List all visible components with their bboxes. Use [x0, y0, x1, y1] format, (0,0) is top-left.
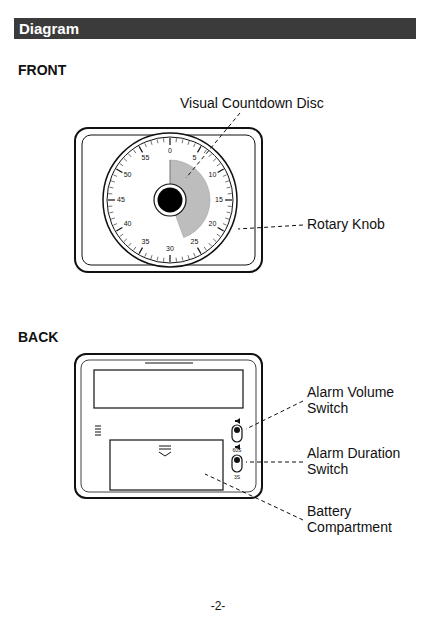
leader-line: [186, 113, 240, 178]
dial-number: 45: [117, 196, 125, 204]
leader-line: [246, 401, 303, 429]
dial-number: 35: [142, 238, 150, 246]
callout-label: Alarm Duration Switch: [307, 445, 419, 477]
volume-switch: [232, 425, 242, 442]
leader-line: [238, 225, 303, 229]
page-number: -2-: [211, 600, 226, 614]
dial-number: 30: [166, 245, 174, 253]
cover-arrow: [159, 446, 171, 456]
callout-label: Rotary Knob: [307, 216, 385, 232]
front-housing: [75, 128, 262, 272]
switch-slider: [234, 457, 240, 463]
back-bezel: [81, 360, 256, 492]
dial-number: 40: [124, 220, 132, 228]
leader-line: [205, 474, 303, 520]
section-heading: BACK: [18, 329, 58, 345]
dial-number: 20: [209, 220, 217, 228]
callout-label: Visual Countdown Disc: [180, 95, 324, 111]
display-window: [94, 370, 243, 408]
dial-number: 0: [168, 147, 172, 155]
switch-marking: 60S: [233, 448, 242, 454]
dial-ticks: [108, 138, 232, 262]
switch-slider: [234, 427, 240, 433]
knob-ring: [154, 184, 186, 216]
back-housing: [75, 354, 262, 498]
dial-number: 50: [124, 171, 132, 179]
dial-number: 55: [142, 154, 150, 162]
leader-line: [246, 462, 303, 463]
dial-number: 10: [209, 171, 217, 179]
page-heading: Diagram: [14, 18, 416, 39]
dial-number: 15: [215, 196, 223, 204]
callout-label: Alarm Volume Switch: [307, 384, 419, 416]
dial-number: 5: [193, 154, 197, 162]
dial-number: 25: [191, 238, 199, 246]
dial-inner-ring: [107, 137, 233, 263]
duration-switch: [232, 455, 242, 472]
switch-marking: 3S: [234, 475, 240, 481]
callout-label: Battery Compartment: [307, 503, 419, 535]
header-band: Diagram: [14, 18, 416, 39]
dial-outer-ring: [103, 133, 237, 267]
vent-lines: [95, 426, 101, 435]
rotary-knob: [158, 188, 183, 213]
top-slot: [145, 363, 193, 364]
section-heading: FRONT: [18, 62, 66, 78]
battery-cover: [110, 440, 223, 490]
